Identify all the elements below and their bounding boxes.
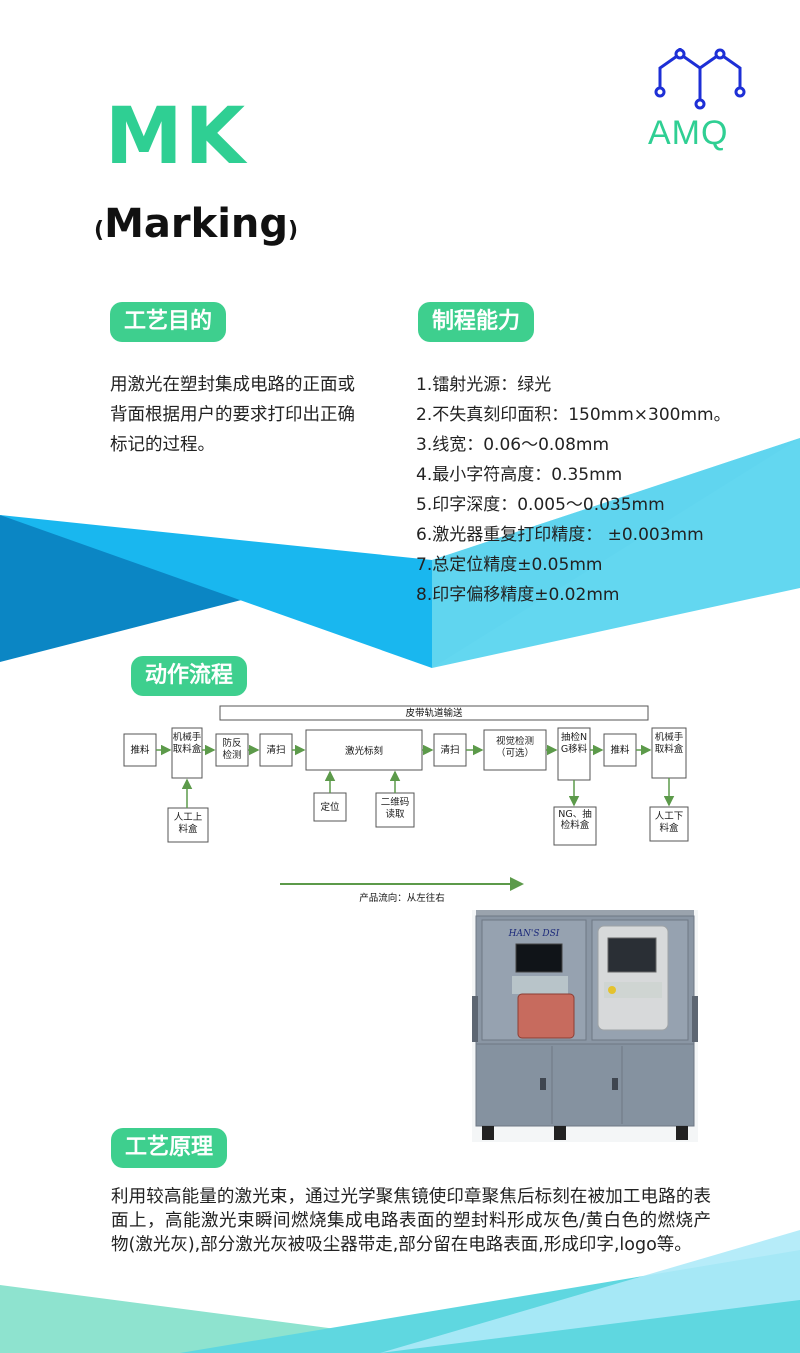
flow-step-label: 防反检测 [222, 738, 242, 761]
flow-input-box [313, 792, 347, 822]
flow-step-box [483, 729, 547, 771]
bg-bottom-cyan [380, 1230, 800, 1353]
capability-item: 5.印字深度：0.005～0.035mm [416, 495, 665, 515]
flow-input-box [375, 792, 415, 828]
flow-step-box [259, 733, 293, 767]
flow-direction-label: 产品流向：从左往右 [359, 892, 445, 904]
flow-heading: 动作流程 [131, 656, 248, 696]
flow-input-label: 二维码读取 [380, 797, 410, 820]
flow-step-box [171, 727, 203, 779]
page-title: MK [105, 92, 248, 182]
flow-step-label: 激光标刻 [345, 745, 383, 757]
bg-cyan-wedge [432, 438, 800, 668]
capability-list: 1.镭射光源：绿光 2.不失真刻印面积：150mm×300mm。 3.线宽：0.… [416, 370, 731, 610]
paren-close: ) [288, 218, 299, 243]
capability-item: 2.不失真刻印面积：150mm×300mm。 [416, 405, 731, 425]
flow-input-label: 人工下料盒 [654, 811, 684, 834]
purpose-heading: 工艺目的 [110, 302, 227, 342]
flow-input-box [167, 807, 209, 843]
principle-text: 利用较高能量的激光束，通过光学聚焦镜使印章聚焦后标刻在被加工电路的表面上，高能激… [111, 1187, 711, 1255]
flow-diagram: 皮带轨道输送 推料 机械手取料盒 防反检测 清扫 激光标刻 清扫 视觉检测（可选… [123, 705, 689, 904]
flow-step-label: 清扫 [440, 744, 459, 756]
capability-heading: 制程能力 [418, 302, 535, 342]
flow-step-label: 抽检NG移料 [560, 732, 588, 755]
logo-text: AMQ [648, 114, 729, 152]
flow-step-box [305, 729, 423, 771]
flow-step-label: 视觉检测（可选） [495, 736, 534, 759]
flow-step-box [215, 733, 249, 767]
flow-step-box [433, 733, 467, 767]
bg-deep-blue-triangle [0, 515, 300, 662]
flow-step-label: 机械手取料盒 [654, 732, 684, 755]
machine-brand: HAN'S DSI [508, 929, 560, 939]
flow-step-box [651, 727, 687, 779]
flow-step-label: 机械手取料盒 [172, 732, 202, 755]
principle-heading: 工艺原理 [111, 1128, 228, 1168]
flow-step-box [603, 733, 637, 767]
flow-step-box [557, 727, 591, 781]
capability-item: 3.线宽：0.06～0.08mm [416, 435, 610, 455]
flow-input-box [649, 806, 689, 842]
circuit-m-icon [654, 48, 746, 110]
purpose-text: 用激光在塑封集成电路的正面或背面根据用户的要求打印出正确标记的过程。 [110, 375, 355, 455]
flow-step-label: 清扫 [266, 744, 285, 756]
flow-input-box [553, 806, 597, 846]
capability-item: 6.激光器重复打印精度： ±0.003mm [416, 525, 704, 545]
capability-item: 4.最小字符高度：0.35mm [416, 465, 623, 485]
paren-open: ( [94, 218, 105, 243]
capability-item: 8.印字偏移精度±0.02mm [416, 585, 620, 605]
page-subtitle: (Marking) [94, 204, 298, 244]
conveyor-box [219, 705, 649, 721]
conveyor-label: 皮带轨道输送 [405, 707, 463, 719]
machine-photo: HAN'S DSI [472, 910, 698, 1142]
capability-item: 1.镭射光源：绿光 [416, 375, 552, 395]
flow-input-label: NG、抽检料盒 [558, 809, 592, 831]
flow-step-label: 推料 [130, 744, 150, 756]
flow-input-label: 定位 [320, 801, 340, 813]
flow-step-label: 推料 [610, 744, 630, 756]
capability-item: 7.总定位精度±0.05mm [416, 555, 603, 575]
flow-input-label: 人工上料盒 [173, 812, 203, 835]
bg-cyan-triangle [0, 515, 432, 668]
subtitle-text: Marking [104, 201, 289, 247]
